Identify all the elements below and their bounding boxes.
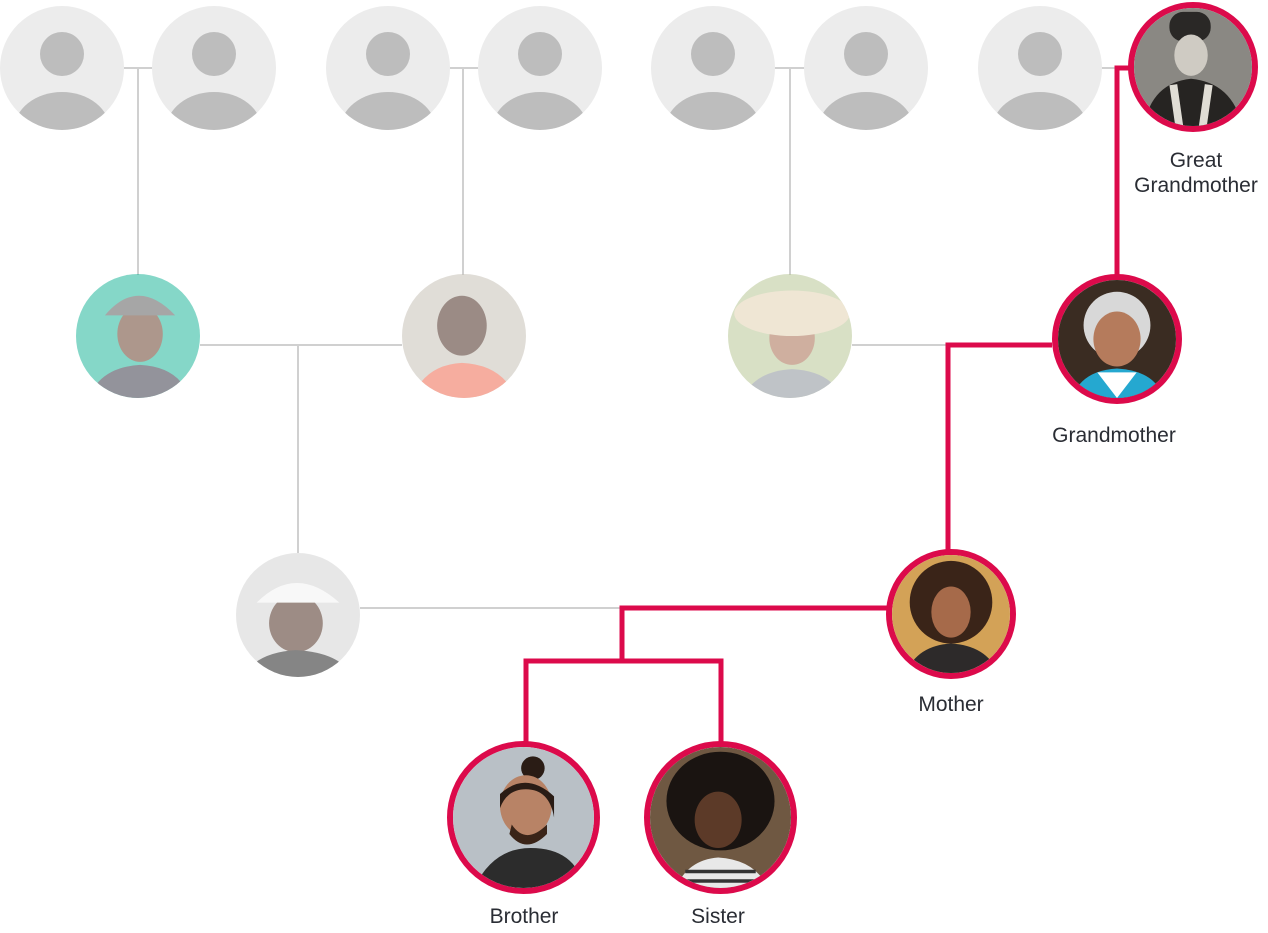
person-icon: [804, 6, 928, 130]
placeholder-avatar[interactable]: [978, 6, 1102, 130]
person-icon: [478, 6, 602, 130]
great-grandmother-photo[interactable]: [1128, 2, 1258, 132]
person-icon: [978, 6, 1102, 130]
placeholder-avatar[interactable]: [152, 6, 276, 130]
person-photo: [892, 555, 1010, 673]
person-icon: [152, 6, 276, 130]
great-grandfather-maternal-photo[interactable]: [728, 274, 852, 398]
placeholder-avatar[interactable]: [651, 6, 775, 130]
mother-label: Mother: [918, 693, 984, 716]
person-photo: [236, 553, 360, 677]
connector-highlight: [945, 342, 1052, 550]
brother-label: Brother: [489, 905, 559, 928]
connector-gray: [775, 67, 804, 275]
person-photo: [402, 274, 526, 398]
great-grandmother-paternal-photo[interactable]: [402, 274, 526, 398]
connector-highlight: [619, 605, 888, 661]
grandmother-label: Grandmother: [1052, 424, 1176, 447]
great-grandfather-photo[interactable]: [76, 274, 200, 398]
connector-highlight: [1114, 65, 1130, 275]
person-icon: [326, 6, 450, 130]
person-photo: [1058, 280, 1176, 398]
label-line: Great: [1169, 149, 1223, 172]
grandfather-photo[interactable]: [236, 553, 360, 677]
connector-gray: [200, 344, 402, 553]
mother-photo[interactable]: [886, 549, 1016, 679]
label-line: Grandmother: [1134, 174, 1258, 197]
sister-label: Sister: [691, 905, 745, 928]
connector-gray: [124, 67, 152, 275]
person-photo: [453, 747, 594, 888]
sister-photo[interactable]: [644, 741, 797, 894]
person-icon: [651, 6, 775, 130]
placeholder-avatar[interactable]: [804, 6, 928, 130]
person-photo: [1134, 8, 1252, 126]
placeholder-avatar[interactable]: [0, 6, 124, 130]
placeholder-avatar[interactable]: [478, 6, 602, 130]
placeholder-avatar[interactable]: [326, 6, 450, 130]
person-photo: [650, 747, 791, 888]
brother-photo[interactable]: [447, 741, 600, 894]
connector-gray: [450, 67, 478, 275]
grandmother-photo[interactable]: [1052, 274, 1182, 404]
person-photo: [76, 274, 200, 398]
person-icon: [0, 6, 124, 130]
person-photo: [728, 274, 852, 398]
connector-highlight: [523, 658, 724, 742]
